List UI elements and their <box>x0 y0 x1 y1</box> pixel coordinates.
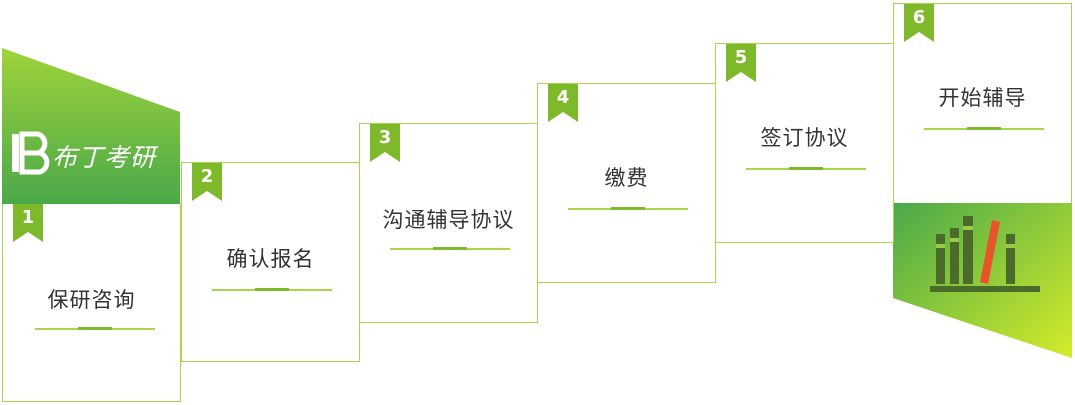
step-label-6: 开始辅导 <box>938 86 1027 110</box>
brand-panel <box>2 48 180 204</box>
step-label-3: 沟通辅导协议 <box>382 208 515 232</box>
step-badge-5: 5 <box>726 44 760 84</box>
brand-name: 布丁考研 <box>52 143 157 172</box>
step-card-6: 6 开始辅导 <box>893 3 1072 203</box>
step-underline-2 <box>212 288 332 291</box>
step-badge-3: 3 <box>370 124 404 164</box>
step-underline-5 <box>746 167 866 170</box>
step-badge-2: 2 <box>192 163 226 203</box>
step-label-4: 缴费 <box>604 166 649 190</box>
step-card-3: 3 沟通辅导协议 <box>359 123 538 323</box>
step-label-1: 保研咨询 <box>47 288 136 312</box>
step-card-1: 1 保研咨询 <box>2 204 181 402</box>
step-label-5: 签订协议 <box>760 126 849 150</box>
b-logo-icon <box>10 130 54 176</box>
step-underline-6 <box>924 127 1044 130</box>
step-card-4: 4 缴费 <box>537 83 716 283</box>
step-underline-4 <box>568 207 688 210</box>
step-badge-6: 6 <box>904 4 938 44</box>
step-card-2: 2 确认报名 <box>181 162 360 362</box>
bookshelf-icon <box>930 210 1040 300</box>
step-badge-4: 4 <box>548 84 582 124</box>
step-badge-1: 1 <box>13 204 47 244</box>
step-label-2: 确认报名 <box>226 247 315 271</box>
step-underline-3 <box>390 247 510 250</box>
step-card-5: 5 签订协议 <box>715 43 894 243</box>
step-underline-1 <box>35 327 155 330</box>
